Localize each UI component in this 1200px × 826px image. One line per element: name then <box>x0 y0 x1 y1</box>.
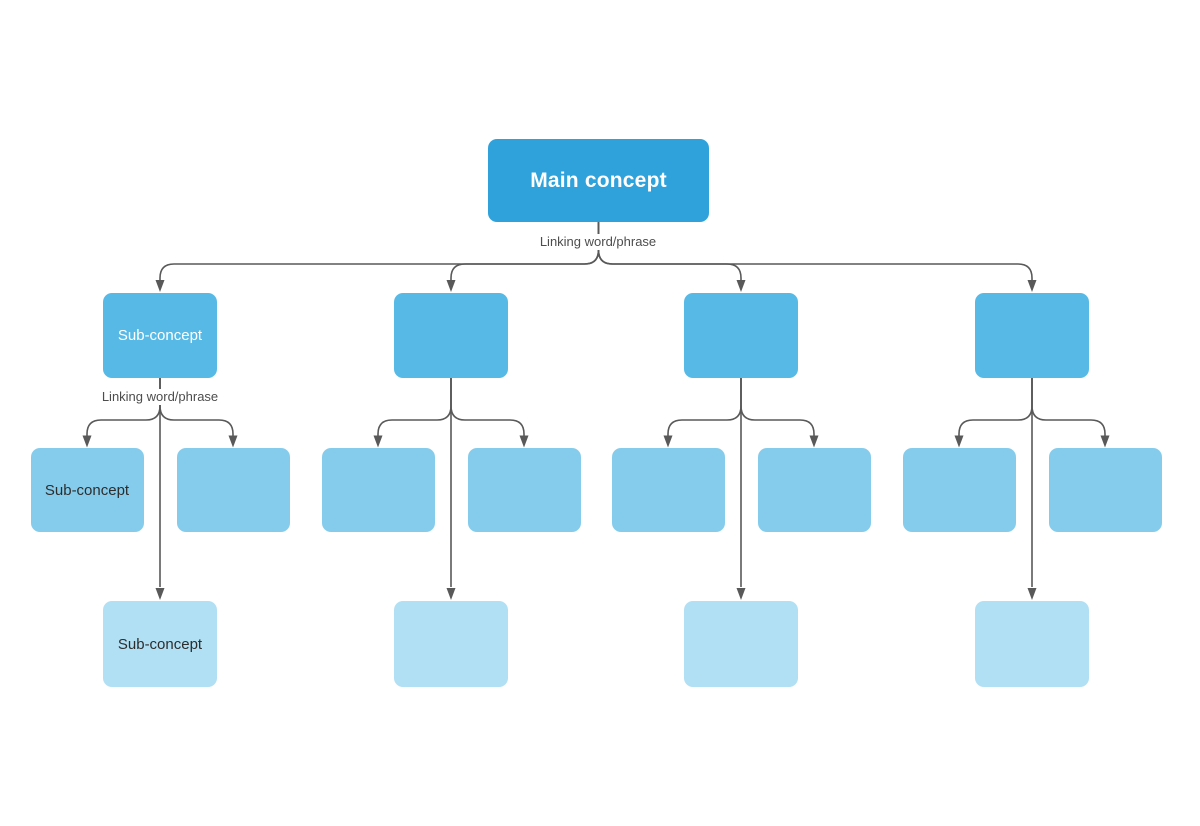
connector-sub3-to-right-child[interactable] <box>740 378 815 436</box>
connector-sub1-to-left-child[interactable] <box>86 378 161 436</box>
node-sub-concept-4-child-right[interactable] <box>1048 448 1162 532</box>
connector-sub2-to-bottom-arrowhead <box>446 588 456 600</box>
node-sub-concept-3-bottom[interactable] <box>684 601 798 687</box>
node-sub-concept-1[interactable]: Sub-concept <box>103 293 217 378</box>
connector-main-to-sub3[interactable] <box>597 222 742 281</box>
connector-sub4-to-right-child[interactable] <box>1031 378 1106 436</box>
connector-sub4-to-left-child-arrowhead <box>954 435 964 448</box>
link-label-sub-1[interactable]: Linking word/phrase <box>97 389 223 405</box>
node-main-concept[interactable]: Main concept <box>488 139 709 222</box>
node-sub-concept-1-child-left-label: Sub-concept <box>44 481 130 499</box>
node-sub-concept-4-bottom[interactable] <box>975 601 1089 687</box>
node-sub-concept-1-bottom-label: Sub-concept <box>117 635 203 653</box>
connector-sub1-to-right-child-arrowhead <box>228 435 238 448</box>
connector-main-to-sub4-arrowhead <box>1027 280 1037 292</box>
connector-sub3-to-left-child-arrowhead <box>663 435 673 448</box>
connector-sub1-to-left-child-arrowhead <box>82 435 92 448</box>
connector-main-to-sub3-arrowhead <box>736 280 746 292</box>
connector-sub3-to-right-child-arrowhead <box>809 435 819 448</box>
node-sub-concept-1-child-right[interactable] <box>176 448 290 532</box>
connector-sub3-to-bottom-arrowhead <box>736 588 746 600</box>
connector-sub1-to-right-child[interactable] <box>159 378 234 436</box>
connector-main-to-sub2[interactable] <box>450 222 600 281</box>
connector-sub2-to-right-child-arrowhead <box>519 435 529 448</box>
node-sub-concept-2-child-right[interactable] <box>467 448 581 532</box>
node-sub-concept-2-bottom[interactable] <box>394 601 508 687</box>
node-sub-concept-3[interactable] <box>684 293 798 378</box>
connector-main-to-sub1[interactable] <box>159 222 600 281</box>
node-sub-concept-3-child-left[interactable] <box>611 448 725 532</box>
connector-main-to-sub1-arrowhead <box>155 280 165 292</box>
connector-sub4-to-left-child[interactable] <box>958 378 1033 436</box>
connector-main-to-sub4[interactable] <box>597 222 1033 281</box>
node-sub-concept-1-child-left[interactable]: Sub-concept <box>30 448 144 532</box>
node-sub-concept-3-child-right[interactable] <box>757 448 871 532</box>
connector-main-to-sub2-arrowhead <box>446 280 456 292</box>
link-label-main[interactable]: Linking word/phrase <box>535 234 661 250</box>
node-sub-concept-4[interactable] <box>975 293 1089 378</box>
main-concept-label: Main concept <box>530 168 667 192</box>
node-sub-concept-1-bottom[interactable]: Sub-concept <box>103 601 217 687</box>
node-sub-concept-2-child-left[interactable] <box>321 448 435 532</box>
connector-sub2-to-left-child-arrowhead <box>373 435 383 448</box>
connector-sub3-to-left-child[interactable] <box>667 378 742 436</box>
connector-sub1-to-bottom-arrowhead <box>155 588 165 600</box>
connector-sub4-to-bottom-arrowhead <box>1027 588 1037 600</box>
node-sub-concept-2[interactable] <box>394 293 508 378</box>
connector-sub4-to-right-child-arrowhead <box>1100 435 1110 448</box>
connector-sub2-to-left-child[interactable] <box>377 378 452 436</box>
connector-sub2-to-right-child[interactable] <box>450 378 525 436</box>
node-sub-concept-4-child-left[interactable] <box>902 448 1016 532</box>
node-sub-concept-1-label: Sub-concept <box>117 327 203 344</box>
